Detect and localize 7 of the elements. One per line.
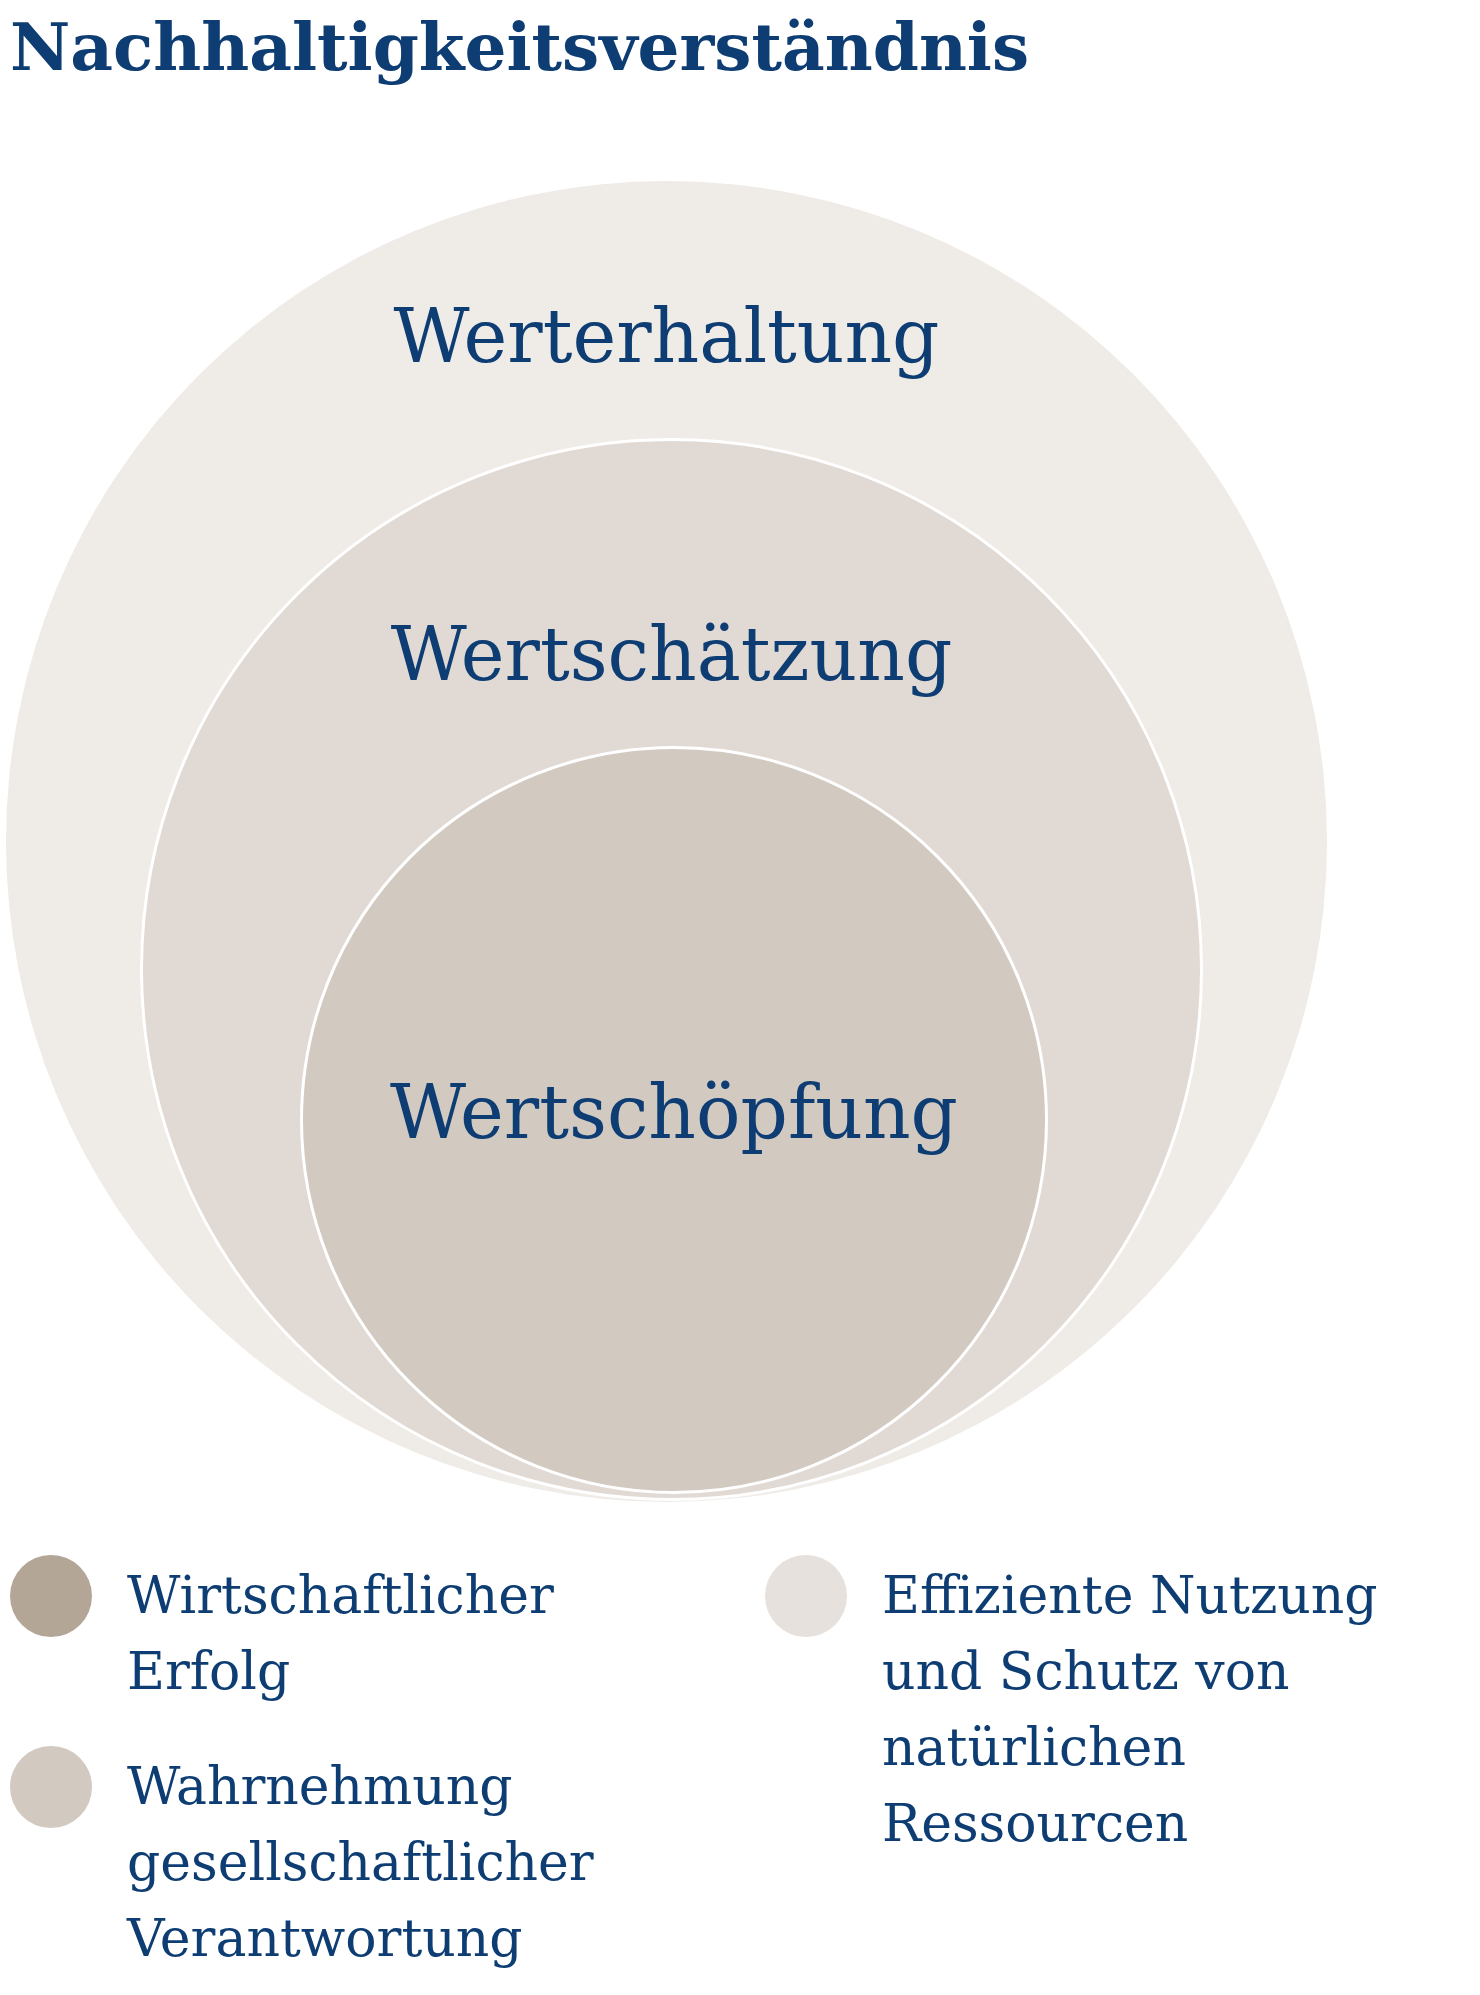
layer-label: Wertschätzung	[389, 611, 954, 697]
legend-label: Effiziente Nutzung und Schutz von natürlichen Ressourcen	[882, 1564, 1379, 1855]
legend-label: Wirtschaftlicher Erfolg	[127, 1564, 555, 1703]
legend-label: Wahrnehmung gesellschaftlicher Verantwortung	[127, 1755, 595, 1970]
layer-label: Werterhaltung	[392, 293, 941, 379]
diagram-title: Nachhaltigkeitsverständnis	[10, 8, 1030, 86]
layer-label: Wertschöpfung	[389, 1069, 959, 1155]
